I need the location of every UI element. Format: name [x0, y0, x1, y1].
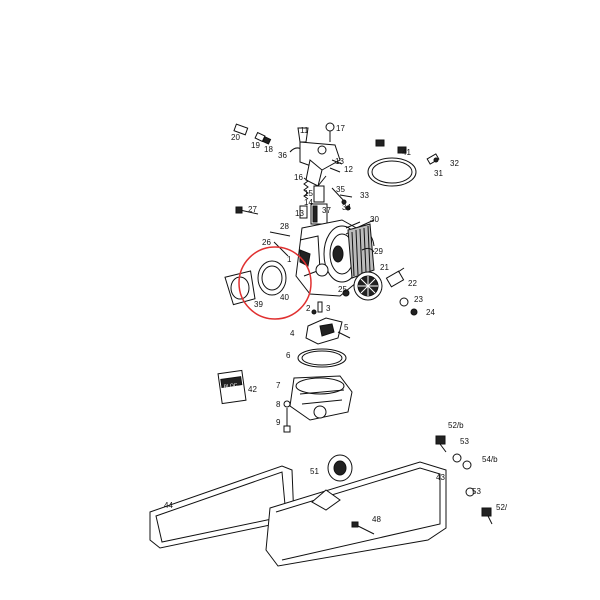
part-4-float	[305, 317, 343, 345]
label-43: 43	[436, 473, 445, 482]
part-21-wheel	[353, 271, 383, 301]
label-25: 25	[338, 285, 347, 294]
sticker-text: BLOC	[224, 382, 239, 390]
part-carb-top-cap	[297, 127, 341, 187]
label-44: 44	[164, 501, 173, 510]
part-23-24-washer-nut	[399, 297, 418, 316]
label-9: 9	[276, 418, 281, 427]
part-52-53-screws-right	[435, 435, 493, 525]
part-2-3-pins	[311, 301, 323, 315]
part-16-spring	[303, 177, 309, 200]
label-3: 3	[326, 304, 331, 313]
part-25-nut	[342, 289, 350, 297]
part-labels: 11 17 20 19 18 36 13 12 16 15 14 35 33 3…	[164, 124, 508, 524]
part-12-13-pin	[329, 159, 343, 173]
label-42: 42	[248, 385, 257, 394]
label-12: 12	[344, 165, 353, 174]
label-17: 17	[336, 124, 345, 133]
label-15: 15	[304, 189, 313, 198]
part-6-gasket	[297, 348, 347, 368]
label-23: 23	[414, 295, 423, 304]
label-22: 22	[408, 279, 417, 288]
label-14: 14	[304, 198, 313, 207]
label-1: 1	[287, 255, 292, 264]
label-28: 28	[280, 222, 289, 231]
label-21: 21	[380, 263, 389, 272]
label-5: 5	[344, 323, 349, 332]
label-27: 27	[248, 205, 257, 214]
label-52: 52/	[496, 503, 508, 512]
label-53b: 53	[472, 487, 481, 496]
label-30: 30	[370, 215, 379, 224]
label-54b: 54/b	[482, 455, 498, 464]
label-36: 36	[278, 151, 287, 160]
label-51: 51	[310, 467, 319, 476]
label-33: 33	[360, 191, 369, 200]
part-48-screw	[351, 521, 375, 535]
label-24: 24	[426, 308, 435, 317]
part-17-adjuster	[325, 122, 335, 142]
part-19-18-nut	[254, 131, 272, 145]
label-2: 2	[306, 304, 311, 313]
part-35-34-needle	[331, 187, 351, 211]
label-20: 20	[231, 133, 240, 142]
label-37: 37	[322, 206, 331, 215]
label-8: 8	[276, 400, 281, 409]
part-7-float-bowl	[289, 375, 353, 421]
part-29-spring	[361, 247, 375, 253]
highlight-circle	[238, 246, 312, 320]
part-8-9-bolt	[283, 400, 291, 433]
part-15-14-slide	[313, 175, 327, 203]
label-52b: 52/b	[448, 421, 464, 430]
part-42-sticker: BLOC	[217, 369, 247, 405]
label-16: 16	[294, 173, 303, 182]
label-35: 35	[336, 185, 345, 194]
label-18: 18	[264, 145, 273, 154]
part-43-airbox	[265, 461, 447, 567]
part-27-screw	[235, 206, 259, 215]
label-53: 53	[460, 437, 469, 446]
label-6: 6	[286, 351, 291, 360]
label-11: 11	[300, 126, 309, 135]
label-4: 4	[290, 329, 295, 338]
part-32-31-banjo	[426, 153, 440, 165]
part-13-small-block	[299, 205, 308, 219]
label-19: 19	[251, 141, 260, 150]
part-22-choke	[385, 267, 405, 288]
part-41-hose-clamp	[367, 139, 417, 187]
label-7: 7	[276, 381, 281, 390]
label-32: 32	[450, 159, 459, 168]
label-48: 48	[372, 515, 381, 524]
label-34: 34	[342, 203, 351, 212]
part-28-26-jet	[269, 231, 291, 257]
part-40-flange	[257, 260, 287, 296]
label-26: 26	[262, 238, 271, 247]
label-40: 40	[280, 293, 289, 302]
label-41: 41	[402, 148, 411, 157]
part-33-screw	[339, 194, 353, 198]
label-39: 39	[254, 300, 263, 309]
label-13b: 13	[295, 209, 304, 218]
part-37-block	[310, 203, 328, 225]
label-13: 13	[335, 157, 344, 166]
part-30-ribbed-filter	[347, 223, 375, 279]
part-51-rubber	[327, 454, 353, 482]
label-31: 31	[434, 169, 443, 178]
part-5-float-needle	[337, 331, 351, 339]
part-20-screw	[233, 123, 249, 136]
label-29: 29	[374, 247, 383, 256]
